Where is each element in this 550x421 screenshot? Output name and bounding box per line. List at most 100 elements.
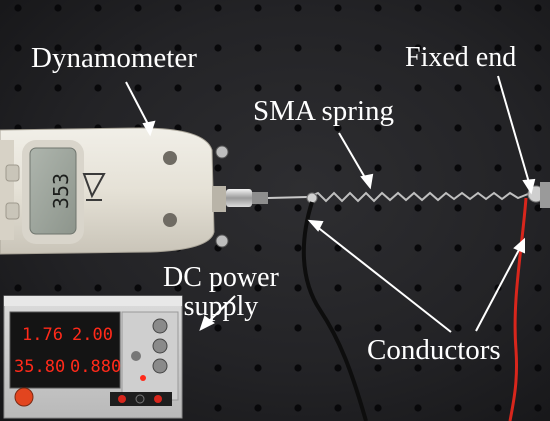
ps-current-1: 2.00 (72, 325, 113, 345)
breadboard-hole (214, 364, 222, 372)
ps-current-2: 0.880 (70, 357, 121, 377)
breadboard-hole (534, 4, 542, 12)
label-dynamometer: Dynamometer (31, 42, 197, 74)
ps-voltage-1: 1.76 (22, 325, 63, 345)
breadboard-hole (494, 404, 502, 412)
breadboard-hole (14, 4, 22, 12)
breadboard-hole (414, 204, 422, 212)
breadboard-hole (134, 84, 142, 92)
breadboard-hole (454, 164, 462, 172)
breadboard-hole (374, 324, 382, 332)
breadboard-hole (414, 324, 422, 332)
breadboard-hole (534, 364, 542, 372)
breadboard-hole (494, 244, 502, 252)
breadboard-hole (374, 44, 382, 52)
breadboard-hole (374, 404, 382, 412)
breadboard-hole (214, 324, 222, 332)
breadboard-hole (134, 284, 142, 292)
breadboard-hole (94, 84, 102, 92)
breadboard-hole (334, 124, 342, 132)
breadboard-hole (414, 364, 422, 372)
breadboard-hole (54, 284, 62, 292)
breadboard-hole (294, 284, 302, 292)
breadboard-hole (94, 284, 102, 292)
breadboard-hole (14, 84, 22, 92)
breadboard-hole (214, 4, 222, 12)
breadboard-hole (534, 284, 542, 292)
breadboard-hole (254, 4, 262, 12)
breadboard-hole (334, 4, 342, 12)
breadboard-hole (294, 404, 302, 412)
breadboard-hole (534, 164, 542, 172)
gauge-reading: 353 (49, 173, 73, 209)
breadboard-hole (414, 404, 422, 412)
breadboard-hole (534, 44, 542, 52)
breadboard-hole (374, 244, 382, 252)
breadboard-hole (294, 4, 302, 12)
label-conductors: Conductors (367, 334, 501, 366)
breadboard-hole (494, 324, 502, 332)
force-gauge-icon: 353 (0, 127, 309, 255)
breadboard-hole (414, 124, 422, 132)
breadboard-hole (374, 124, 382, 132)
breadboard-hole (494, 204, 502, 212)
breadboard-hole (334, 244, 342, 252)
breadboard-hole (534, 324, 542, 332)
breadboard-hole (54, 84, 62, 92)
breadboard-hole (454, 364, 462, 372)
breadboard-hole (254, 204, 262, 212)
label-dc-power-supply: DC power supply (163, 263, 279, 322)
breadboard-hole (334, 164, 342, 172)
breadboard-hole (334, 324, 342, 332)
breadboard-hole (214, 164, 222, 172)
breadboard-hole (254, 284, 262, 292)
breadboard-hole (454, 84, 462, 92)
breadboard-hole (334, 84, 342, 92)
breadboard-hole (134, 4, 142, 12)
breadboard-hole (374, 204, 382, 212)
breadboard-hole (254, 244, 262, 252)
breadboard-hole (494, 4, 502, 12)
breadboard-hole (414, 284, 422, 292)
breadboard-hole (54, 4, 62, 12)
breadboard-hole (534, 204, 542, 212)
breadboard-hole (254, 44, 262, 52)
breadboard-hole (374, 84, 382, 92)
ps-voltage-2: 35.80 (14, 357, 65, 377)
breadboard-hole (374, 4, 382, 12)
breadboard-hole (494, 364, 502, 372)
breadboard-hole (14, 284, 22, 292)
breadboard-hole (334, 204, 342, 212)
breadboard-hole (214, 84, 222, 92)
breadboard-hole (494, 164, 502, 172)
breadboard-hole (414, 44, 422, 52)
breadboard-hole (454, 404, 462, 412)
breadboard-hole (94, 4, 102, 12)
breadboard-hole (334, 364, 342, 372)
breadboard-hole (534, 244, 542, 252)
breadboard-hole (294, 204, 302, 212)
breadboard-hole (294, 84, 302, 92)
breadboard-hole (414, 4, 422, 12)
breadboard-hole (294, 324, 302, 332)
breadboard-hole (454, 244, 462, 252)
label-dc-power-supply-line2: supply (183, 290, 259, 322)
breadboard-hole (454, 124, 462, 132)
breadboard-hole (174, 284, 182, 292)
breadboard-hole (254, 364, 262, 372)
breadboard-hole (134, 44, 142, 52)
breadboard-hole (494, 44, 502, 52)
breadboard-hole (214, 44, 222, 52)
breadboard-hole (214, 404, 222, 412)
breadboard-hole (454, 324, 462, 332)
breadboard-hole (534, 124, 542, 132)
breadboard-hole (254, 404, 262, 412)
breadboard-hole (214, 284, 222, 292)
breadboard-hole (414, 84, 422, 92)
breadboard-hole (334, 44, 342, 52)
breadboard-hole (534, 84, 542, 92)
breadboard-hole (494, 124, 502, 132)
breadboard-hole (174, 124, 182, 132)
breadboard-hole (254, 324, 262, 332)
label-sma-spring: SMA spring (253, 95, 395, 127)
